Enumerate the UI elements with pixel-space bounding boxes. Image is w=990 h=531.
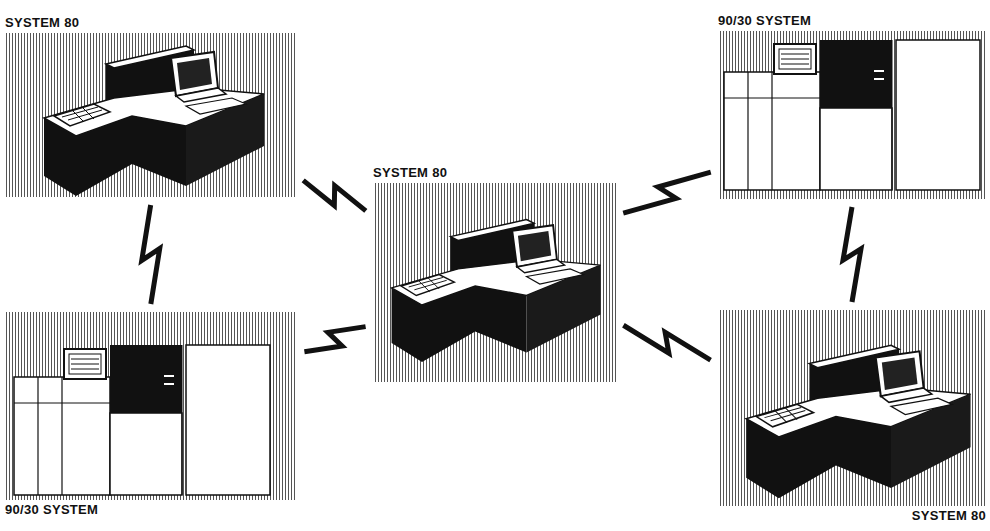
lightning-link [142,205,160,304]
system-node: SYSTEM 80 [373,165,616,382]
system-label: SYSTEM 80 [718,508,986,524]
system-node: 90/30 SYSTEM [5,312,297,518]
system-label: SYSTEM 80 [5,15,296,31]
panel-area [718,310,986,506]
computer-illustration [44,46,264,196]
hatched-panel [5,312,297,500]
computer-illustration [724,40,980,190]
lightning-link [304,327,365,352]
lightning-link [623,172,711,213]
computer-illustration [392,220,601,363]
panel-area [373,183,616,382]
panel-area [5,33,296,197]
system-label: SYSTEM 80 [373,165,616,181]
system-label: 90/30 SYSTEM [718,13,986,29]
panel-area [5,312,297,500]
hatched-panel [718,310,986,506]
system-label: 90/30 SYSTEM [5,502,297,518]
hatched-panel [373,183,616,382]
lightning-link [623,325,710,360]
system-node: 90/30 SYSTEM [718,13,986,199]
hatched-panel [5,33,296,197]
computer-illustration [14,345,270,495]
system-node: SYSTEM 80 [5,15,296,197]
system-node: SYSTEM 80 [718,310,986,524]
panel-area [718,31,986,199]
lightning-link [303,180,366,210]
computer-illustration [746,345,970,498]
hatched-panel [718,31,986,199]
lightning-link [843,207,861,302]
